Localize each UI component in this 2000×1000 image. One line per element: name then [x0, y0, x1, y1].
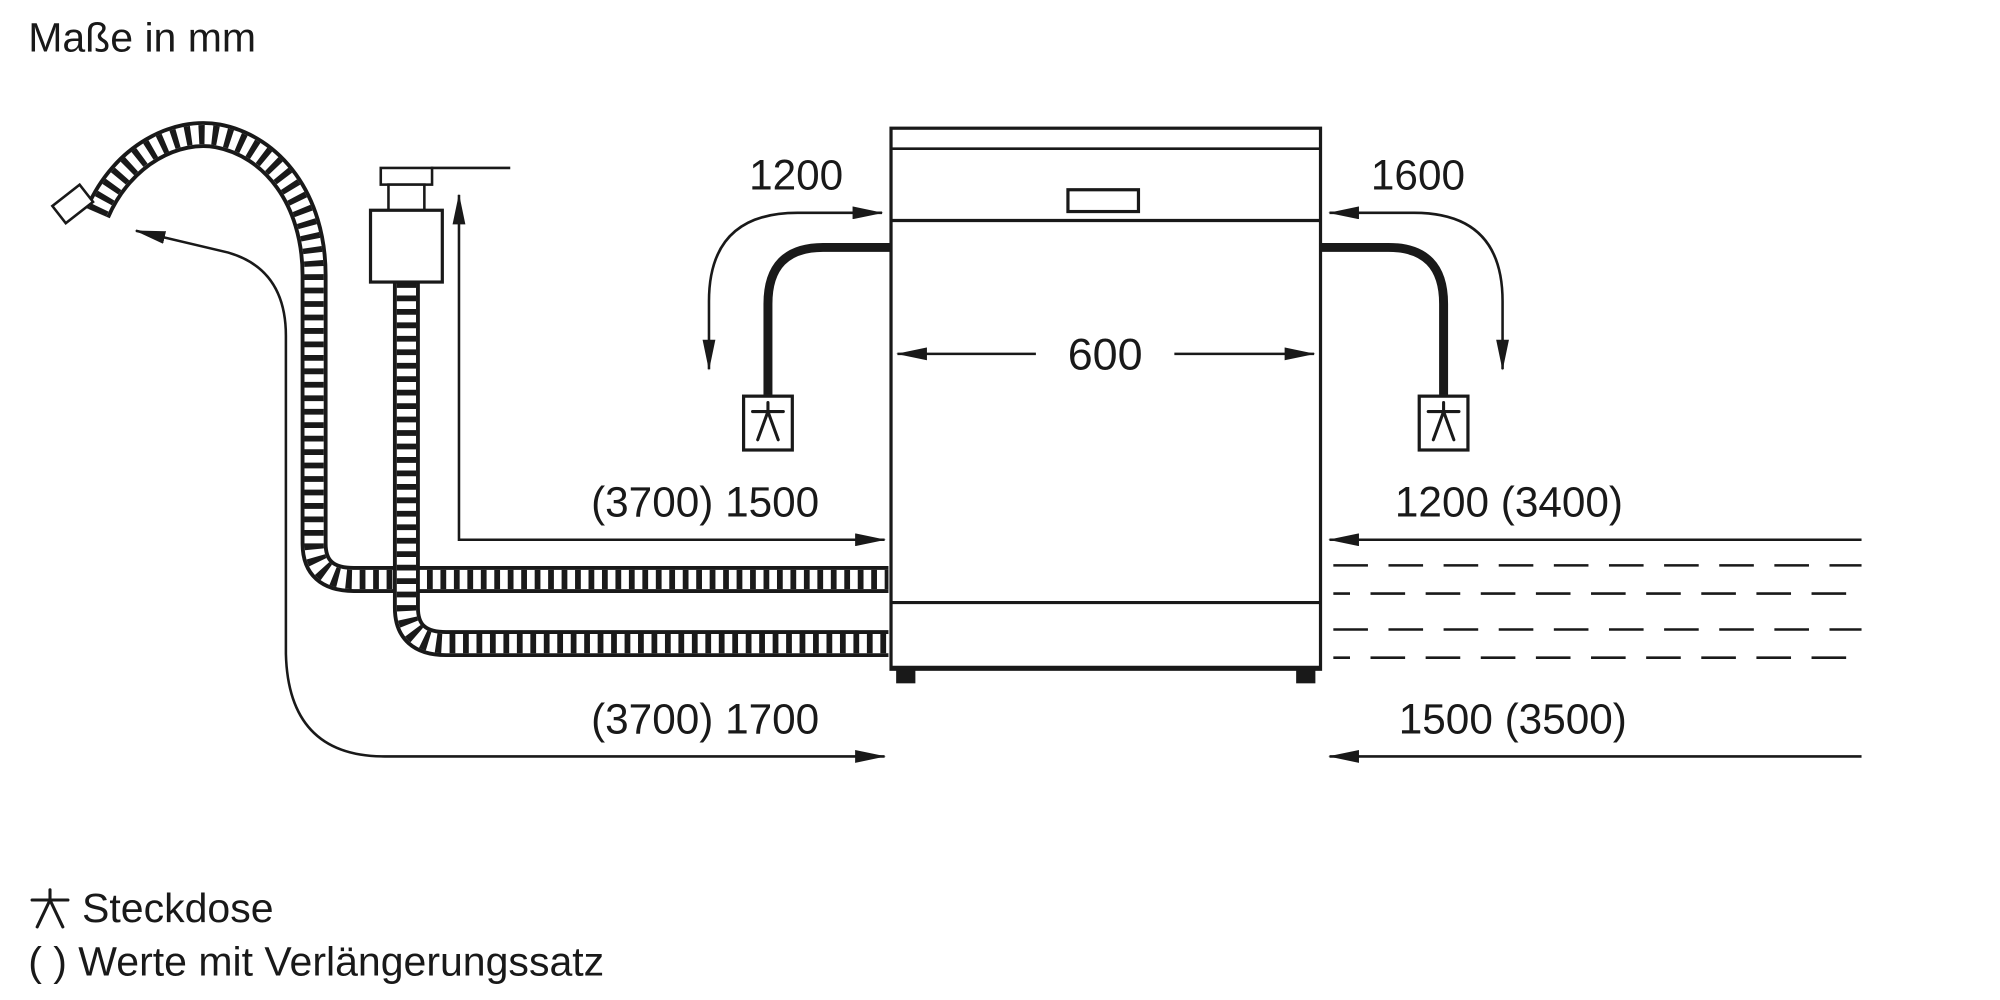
dim-line-cable-left	[702, 206, 884, 371]
drain-hose-label: (3700) 1700	[591, 695, 819, 742]
appliance-outline	[889, 126, 1323, 671]
power-cable-left	[741, 242, 893, 452]
dim-supply-hose: (3700) 1500	[430, 166, 886, 547]
right-lower-label: 1500 (3500)	[1399, 695, 1627, 742]
right-upper-label: 1200 (3400)	[1395, 479, 1623, 526]
dim-line-cable-right	[1328, 206, 1509, 371]
foot-right	[1296, 669, 1316, 684]
hose-extensions-dashed	[1333, 564, 1862, 659]
socket-icon-left	[741, 394, 794, 452]
foot-left	[896, 669, 916, 684]
parentheses-note: ( ) Werte mit Verlängerungssatz	[28, 939, 604, 985]
dim-drain-hose: (3700) 1700	[134, 229, 886, 763]
legend: Steckdose ( ) Werte mit Verlängerungssat…	[28, 885, 604, 985]
cable-right-label: 1600	[1371, 152, 1465, 199]
socket-icon-right	[1417, 394, 1470, 452]
appliance-handle	[1066, 188, 1141, 214]
tap-cap	[379, 166, 434, 186]
power-cable-right	[1319, 242, 1470, 452]
dim-cable-right: 1600	[1328, 152, 1509, 371]
tap-neck	[387, 183, 426, 212]
cable-left-label: 1200	[749, 152, 843, 199]
width-label: 600	[1068, 328, 1143, 379]
supply-hose-label: (3700) 1500	[591, 479, 819, 526]
socket-icon	[30, 888, 70, 929]
dim-line-drain	[134, 229, 886, 763]
cable-left	[763, 242, 893, 395]
drain-hose-end-cap	[50, 182, 95, 225]
units-label: Maße in mm	[28, 14, 256, 60]
dim-cable-left: 1200	[702, 152, 884, 371]
dim-right-lower: 1500 (3500)	[1328, 695, 1862, 763]
dim-right-upper: 1200 (3400)	[1328, 479, 1862, 547]
cable-right	[1319, 242, 1449, 395]
dim-appliance-width: 600	[896, 328, 1316, 379]
valve-body	[368, 208, 444, 284]
appliance	[889, 126, 1323, 684]
socket-label: Steckdose	[82, 885, 274, 931]
aquastop-valve	[368, 166, 444, 284]
